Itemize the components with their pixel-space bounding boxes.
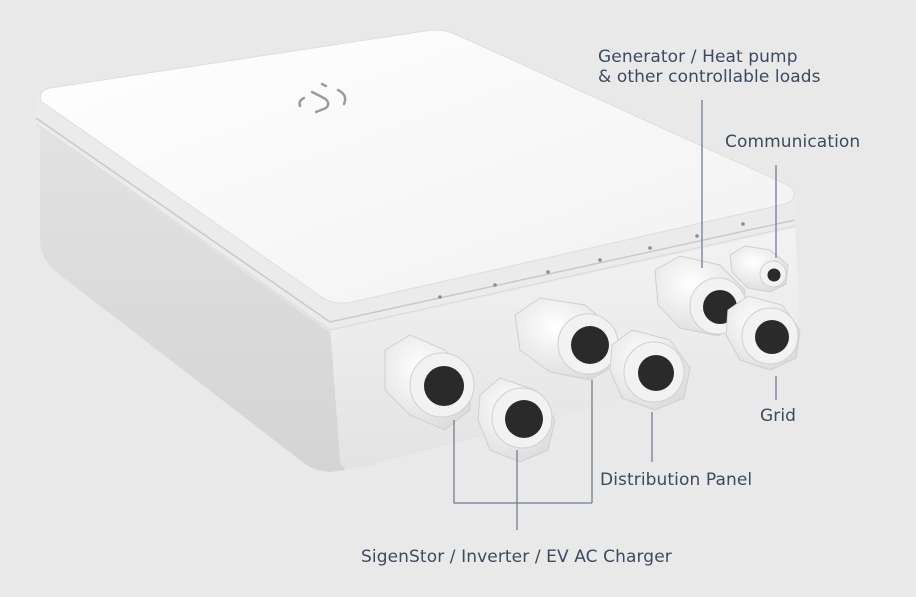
- cable-gland-generator: [654, 255, 747, 337]
- label-sigenstor: SigenStor / Inverter / EV AC Charger: [361, 547, 672, 567]
- enclosure-lid-top: [39, 29, 795, 304]
- cable-gland-sigenstor-2: [477, 377, 556, 463]
- label-distribution-panel: Distribution Panel: [600, 470, 753, 490]
- label-grid: Grid: [760, 406, 797, 426]
- cable-glands: [384, 245, 801, 463]
- leader-lines: [453, 100, 777, 530]
- leader-line-sigenstor: [453, 380, 593, 530]
- cable-gland-sigenstor-1: [384, 334, 475, 431]
- label-communication: Communication: [725, 132, 861, 152]
- cable-gland-distribution-panel: [609, 329, 691, 411]
- cable-gland-grid: [725, 295, 801, 371]
- label-generator: Generator / Heat pump & other controllab…: [598, 47, 821, 87]
- label-generator-line1: Generator / Heat pump: [598, 47, 798, 67]
- cable-gland-communication: [729, 245, 789, 293]
- cable-gland-sigenstor-3: [514, 297, 619, 381]
- enclosure-left-side: [40, 118, 345, 472]
- rim-vent-dots: [438, 222, 745, 299]
- label-generator-line2: & other controllable loads: [598, 67, 821, 87]
- brand-logo-icon: [298, 82, 347, 114]
